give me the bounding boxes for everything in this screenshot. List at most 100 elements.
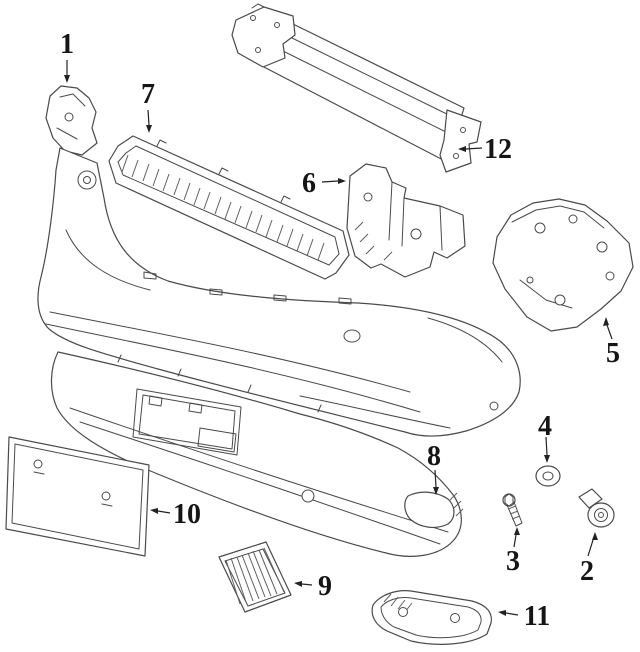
upper-cover-clips — [143, 271, 352, 305]
impact-bar-left-plate — [231, 6, 296, 68]
callout-label-5: 5 — [606, 338, 620, 369]
sensor-opening — [343, 329, 361, 343]
arrowhead — [433, 487, 439, 495]
fog-lamp-part — [371, 590, 492, 645]
leader-line — [434, 469, 437, 488]
leader-line — [301, 583, 313, 586]
leader-line — [606, 324, 613, 340]
leader-line — [513, 534, 517, 548]
bracket-hole — [64, 112, 74, 122]
lower-cover-crease-1 — [69, 407, 449, 533]
arrowhead — [592, 532, 598, 540]
callout-12: 12 — [458, 134, 512, 165]
arrowhead — [150, 508, 158, 514]
impact-bar-beam — [261, 23, 465, 163]
bolt-hole — [255, 47, 261, 53]
upper-bumper-cover-part — [37, 147, 521, 437]
bolt-hole — [460, 127, 466, 133]
park-sensor-part — [578, 488, 615, 528]
grille-strip-part — [108, 135, 350, 280]
arrowhead — [338, 178, 346, 184]
callout-7: 7 — [141, 79, 155, 133]
callout-8: 8 — [427, 441, 441, 495]
callout-label-8: 8 — [427, 441, 441, 472]
leader-line — [147, 109, 150, 126]
screw-hole — [33, 459, 43, 469]
callout-label-4: 4 — [538, 411, 552, 442]
lower-cover-crease-2 — [79, 421, 441, 545]
support-bracket-outline — [492, 198, 634, 332]
impact-bar-right-plate — [439, 109, 482, 173]
bracket-hole — [554, 294, 566, 306]
support-bracket-part — [492, 198, 634, 332]
fog-lamp-inner — [380, 597, 482, 639]
mount-bracket-part — [346, 163, 466, 278]
plate-bracket-slots — [33, 471, 113, 507]
callout-label-3: 3 — [506, 546, 520, 577]
callout-1: 1 — [60, 29, 74, 83]
callout-label-6: 6 — [302, 168, 316, 199]
leader-line — [505, 612, 519, 616]
bracket-hole — [596, 241, 608, 253]
bracket-hole — [534, 222, 546, 234]
bolt-hole — [274, 22, 280, 28]
mount-bracket-outline — [346, 163, 466, 278]
sensor-connector — [578, 488, 603, 509]
callout-label-1: 1 — [60, 29, 74, 60]
fog-lamp-outline — [371, 590, 492, 645]
lamp-hole — [450, 613, 460, 623]
callout-11: 11 — [498, 601, 550, 632]
upper-cover-outline — [37, 147, 521, 437]
callout-4: 4 — [538, 411, 552, 463]
end-cap — [404, 491, 455, 529]
arrowhead — [294, 581, 302, 587]
bracket-hole — [568, 214, 578, 224]
plate-recess-clips — [148, 395, 237, 453]
callout-label-9: 9 — [318, 571, 332, 602]
callout-6: 6 — [302, 168, 346, 199]
arrowhead — [64, 75, 70, 83]
lower-bumper-cover-part — [50, 351, 464, 557]
callout-label-11: 11 — [524, 601, 550, 632]
callout-9: 9 — [294, 571, 332, 602]
lower-cover-ticks — [117, 354, 322, 413]
screw-hole — [101, 491, 111, 501]
callout-10: 10 — [150, 499, 201, 530]
fog-opening-center — [83, 176, 91, 184]
callout-2: 2 — [580, 532, 598, 587]
upper-cover-shoulder — [427, 317, 503, 363]
sensor-center — [598, 512, 604, 518]
plate-bracket-outline — [5, 436, 150, 557]
end-cap-hatch — [449, 492, 464, 517]
callout-label-10: 10 — [173, 499, 201, 530]
bracket-hole — [363, 192, 373, 202]
bracket-hole — [526, 276, 534, 284]
bolt-threads — [507, 505, 521, 520]
tow-hook-opening — [301, 489, 315, 503]
bolt-hole — [250, 15, 256, 21]
plate-recess-inner — [138, 394, 236, 450]
callout-5: 5 — [603, 317, 620, 369]
lower-grille-outline — [218, 541, 292, 613]
plate-recess — [132, 388, 242, 456]
upper-cover-crease-3 — [299, 395, 451, 429]
callout-label-7: 7 — [141, 79, 155, 110]
arrowhead — [603, 317, 609, 326]
leader-line — [587, 539, 594, 557]
callout-label-2: 2 — [580, 556, 594, 587]
fog-lamp-hatch — [383, 593, 413, 613]
mount-bracket-hatch — [354, 221, 393, 261]
side-bracket-detail — [56, 93, 86, 140]
grille-strip-frame — [117, 145, 340, 266]
support-bracket-contour — [511, 205, 605, 309]
bolt-hole — [453, 153, 459, 159]
bracket-hole — [605, 271, 615, 281]
impact-bar-left-tab — [251, 3, 265, 9]
lamp-hole — [398, 607, 408, 617]
mount-bracket-detail — [388, 181, 443, 251]
upper-cover-left-contour — [65, 229, 151, 291]
lower-cover-outline — [50, 351, 462, 557]
callout-label-12: 12 — [484, 134, 512, 165]
